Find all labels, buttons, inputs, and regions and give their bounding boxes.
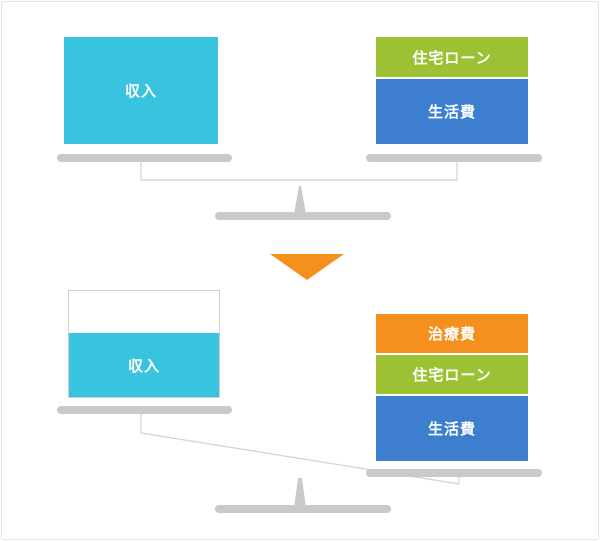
income-label: 収入 [124, 82, 157, 100]
medical-expense-box: 治療費 [376, 314, 528, 353]
top-fulcrum [294, 186, 306, 214]
income-label: 収入 [127, 356, 160, 375]
housing-loan-label: 住宅ローン [412, 366, 492, 384]
living-expense-label: 生活費 [427, 420, 476, 438]
housing-loan-label: 住宅ローン [412, 48, 492, 67]
stand-base-bottom [215, 505, 391, 513]
left-plate-bottom [57, 406, 232, 414]
living-expense-label: 生活費 [427, 103, 476, 121]
right-plate-top [366, 154, 542, 162]
down-arrow-icon [270, 254, 344, 280]
housing-loan-box-top: 住宅ローン [376, 37, 528, 77]
medical-expense-label: 治療費 [427, 325, 476, 343]
living-expense-box-top: 生活費 [376, 79, 528, 144]
left-plate-top [57, 154, 232, 162]
bottom-fulcrum [294, 478, 306, 508]
income-fill-bottom: 収入 [69, 333, 219, 397]
living-expense-box-bottom: 生活費 [376, 396, 528, 461]
top-left-string [140, 162, 300, 181]
housing-loan-box-bottom: 住宅ローン [376, 355, 528, 394]
right-plate-bottom [366, 469, 542, 477]
stand-base-top [215, 212, 391, 220]
income-box-top: 収入 [64, 37, 218, 144]
top-right-string [300, 162, 458, 181]
